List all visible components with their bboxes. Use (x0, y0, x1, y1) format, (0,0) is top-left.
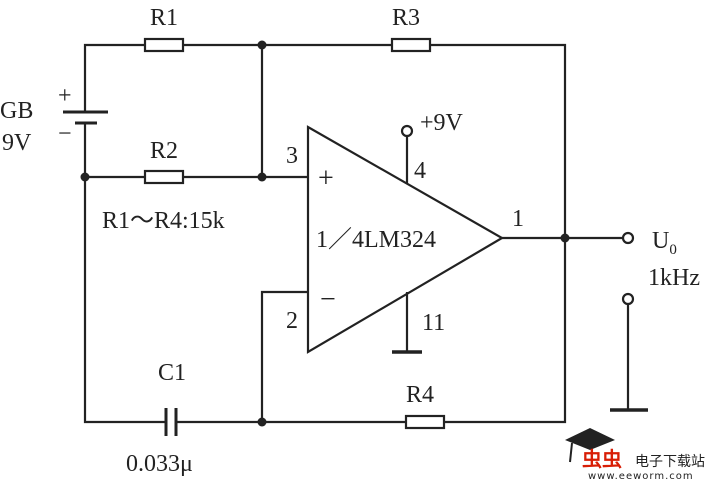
opamp-triangle (306, 125, 505, 354)
label-pin11: 11 (422, 310, 445, 336)
resistor-r4 (404, 414, 446, 430)
label-r2: R2 (150, 138, 178, 164)
resistor-r2 (143, 169, 185, 185)
capacitor-c1 (164, 408, 178, 436)
label-c1-value: 0.033μ (126, 451, 193, 477)
label-frequency: 1kHz (648, 265, 700, 291)
label-battery: GB (0, 98, 33, 124)
resistor-r1 (143, 37, 185, 53)
label-opamp: 1／4LM324 (316, 227, 436, 253)
supply-terminal (400, 124, 414, 138)
watermark-brand: 电子下载站 (635, 454, 705, 470)
label-supply: +9V (420, 110, 464, 136)
output-ground-terminal (621, 292, 635, 306)
label-battery-voltage: 9V (2, 130, 32, 156)
battery-plus: + (58, 83, 72, 109)
battery-gb (63, 110, 108, 125)
label-resistor-note: R1～R4:15k (102, 208, 225, 234)
output-terminal (621, 231, 635, 245)
watermark-url: www.eeworm.com (588, 471, 694, 481)
battery-minus: − (58, 121, 72, 147)
resistor-r3 (390, 37, 432, 53)
label-r1: R1 (150, 5, 178, 31)
label-pin1: 1 (512, 206, 524, 232)
watermark-logo: 虫虫 电子下载站 www.eeworm.com (565, 428, 705, 481)
label-pin4: 4 (414, 158, 426, 184)
logo-mark: 虫虫 (582, 447, 622, 471)
label-r4: R4 (406, 382, 434, 408)
junction-dots (80, 40, 570, 427)
label-pin2: 2 (286, 308, 298, 334)
opamp-noninverting: + (318, 163, 334, 194)
label-pin3: 3 (286, 143, 298, 169)
label-output: U0 (652, 228, 677, 258)
label-r3: R3 (392, 5, 420, 31)
label-c1: C1 (158, 360, 186, 386)
opamp-inverting: − (320, 284, 336, 315)
